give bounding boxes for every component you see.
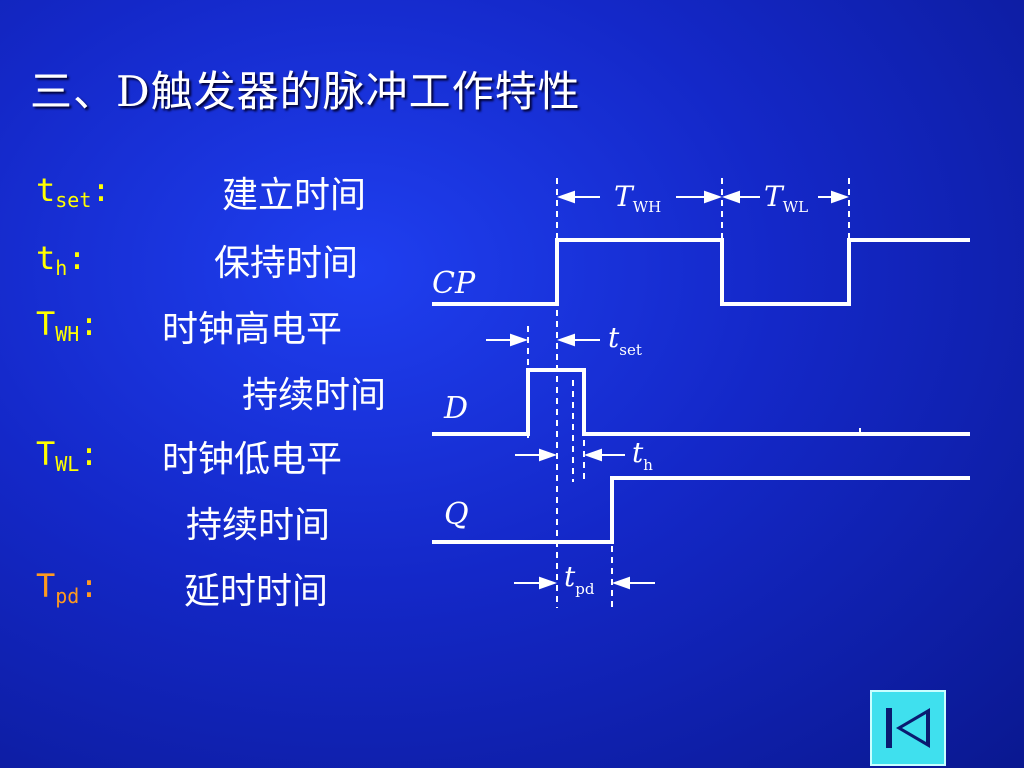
definition-tpd-text: 延时时间 — [184, 571, 329, 612]
tpd-arrowhead-left — [539, 576, 557, 590]
definition-twl-text2: 持续时间 — [186, 505, 331, 546]
twh-arrowhead-right — [704, 190, 722, 204]
definition-twh-text: 时钟高电平 — [162, 309, 343, 350]
symbol-twh: TWH: — [36, 305, 99, 346]
first-slide-icon — [886, 708, 930, 748]
definition-tset-text: 建立时间 — [222, 175, 367, 216]
cp-waveform — [432, 238, 970, 306]
definition-th-text: 保持时间 — [214, 243, 359, 284]
definition-tpd: Tpd: — [36, 566, 99, 608]
symbol-th: th: — [36, 239, 87, 280]
cp-label: CP — [432, 266, 476, 301]
tset-label: tset — [608, 321, 642, 359]
tpd-label: tpd — [564, 560, 595, 598]
definition-twh: TWH: — [36, 304, 99, 346]
first-slide-button[interactable] — [870, 690, 946, 766]
q-label: Q — [444, 497, 469, 532]
definition-tset: tset: — [36, 170, 111, 212]
tpd-arrowhead-right — [612, 576, 630, 590]
d-label: D — [443, 391, 468, 426]
slide-title: 三、D触发器的脉冲工作特性 — [30, 67, 581, 116]
definition-twh-text2: 持续时间 — [242, 375, 387, 416]
symbol-twl: TWL: — [36, 435, 99, 476]
symbol-tpd: Tpd: — [36, 567, 99, 608]
definition-twl-text: 时钟低电平 — [162, 439, 343, 480]
tset-arrowhead-right — [557, 333, 575, 347]
th-label: th — [632, 436, 653, 474]
twl-arrowhead-right — [831, 190, 849, 204]
twh-arrowhead-left — [557, 190, 575, 204]
th-arrowhead-left — [539, 448, 557, 462]
definition-th: th: — [36, 238, 87, 280]
th-arrowhead-right — [584, 448, 602, 462]
twh-label: TWH — [614, 180, 661, 216]
d-waveform — [432, 368, 970, 436]
twl-label: TWL — [764, 180, 808, 216]
twl-arrowhead-left — [722, 190, 740, 204]
symbol-tset: tset: — [36, 171, 111, 212]
definition-twl: TWL: — [36, 434, 99, 476]
tset-arrowhead-left — [510, 333, 528, 347]
q-waveform — [432, 476, 970, 544]
